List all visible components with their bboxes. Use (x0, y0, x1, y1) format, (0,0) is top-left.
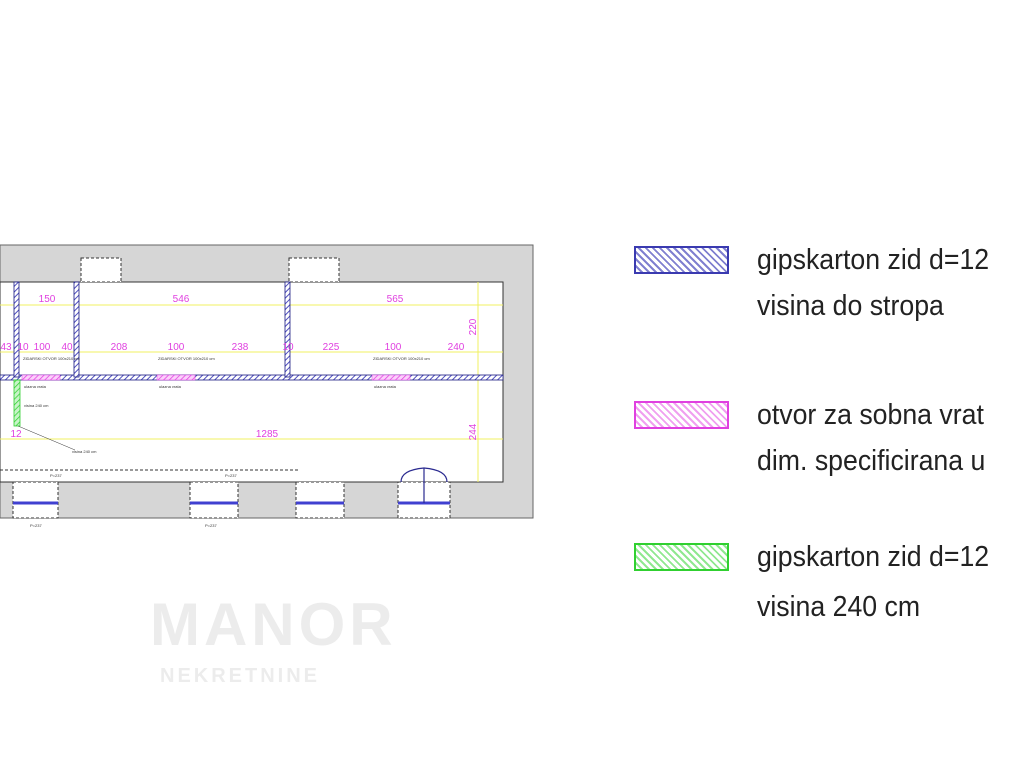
door-openings (21, 374, 411, 381)
green-wall (13, 379, 21, 427)
dimension-label: 220 (468, 318, 479, 335)
balcony-door (400, 467, 448, 503)
legend-line2: visina do stropa (757, 290, 944, 322)
legend-line1: gipskarton zid d=12 (757, 541, 990, 573)
green-note: visina 240 cm (72, 449, 97, 454)
top-niches (80, 257, 340, 283)
door-label: ulazna vrata (374, 384, 397, 389)
dimension-label: 208 (111, 342, 128, 353)
watermark-sub: NEKRETNINE (160, 665, 321, 687)
legend-swatch (634, 543, 729, 571)
door-note: ZIDARSKI OTVOR 100x210 cm (23, 356, 80, 361)
room-interior (0, 281, 504, 483)
dimension-label: 12 (10, 429, 22, 440)
windows (12, 467, 451, 519)
dimension-label: 100 (385, 342, 402, 353)
legend-swatch (634, 246, 729, 274)
dimension-label: 225 (323, 342, 340, 353)
door-note: ZIDARSKI OTVOR 100x210 cm (373, 356, 430, 361)
legend-swatch (634, 401, 729, 429)
dimension-label: 546 (173, 294, 190, 305)
dimension-label: 40 (61, 342, 73, 353)
dimension-label: 43 (0, 342, 12, 353)
dimension-label: 150 (39, 294, 56, 305)
window-label: P=237 (205, 523, 217, 528)
dimension-label: 1285 (256, 429, 279, 440)
legend-line1: otvor za sobna vrat (757, 399, 984, 431)
window-label: P=237 (225, 473, 237, 478)
legend-line1: gipskarton zid d=12 (757, 244, 990, 276)
window-label: P=237 (50, 473, 62, 478)
drywall-walls (0, 281, 504, 381)
green-note: visina 240 cm (24, 403, 49, 408)
dimension-label: 238 (232, 342, 249, 353)
dimension-label: 10 (17, 342, 29, 353)
watermark-brand: MANOR (150, 591, 397, 658)
dimension-lines (0, 282, 503, 482)
dimension-label: 100 (34, 342, 51, 353)
legend-line2: visina 240 cm (757, 591, 921, 623)
dimension-label: 10 (282, 342, 294, 353)
door-note: ZIDARSKI OTVOR 100x210 cm (158, 356, 215, 361)
dimension-label: 100 (168, 342, 185, 353)
dimension-label: 244 (468, 423, 479, 440)
door-label: ulazna vrata (24, 384, 47, 389)
legend-line2: dim. specificirana u (757, 445, 986, 477)
door-label: ulazna vrata (159, 384, 182, 389)
dimension-label: 240 (448, 342, 465, 353)
dimension-label: 565 (387, 294, 404, 305)
window-label: P=237 (30, 523, 42, 528)
